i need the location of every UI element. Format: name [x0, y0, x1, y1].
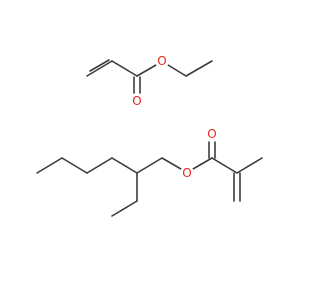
bond-ester-o-ch2	[167, 64, 187, 77]
bond-ch-ch2	[136, 157, 163, 174]
bond-carbonyl-alkene	[211, 157, 238, 174]
structure-diagram: O O O	[36, 54, 263, 217]
bond-chain-3	[86, 157, 113, 174]
bond-vinyl-double-inner	[89, 59, 110, 72]
oxygen-atom: O	[180, 166, 194, 180]
oxygen-atom: O	[155, 54, 169, 68]
bond-o-carbonyl	[192, 157, 213, 170]
oxygen-atom: O	[130, 94, 144, 108]
molecule-ethyl-acrylate: O O	[86, 54, 213, 108]
bond-ch2-o	[161, 157, 182, 170]
oxygen-atom: O	[205, 127, 219, 141]
molecule-2-ethylhexyl-methacrylate: O O	[36, 127, 263, 217]
bond-ethyl	[185, 60, 213, 77]
bond-methyl	[236, 157, 263, 174]
bond-branch-2	[111, 200, 138, 217]
bond-chain-4	[111, 157, 138, 174]
atom-label: O	[182, 166, 191, 180]
bond-chain-2	[61, 157, 88, 174]
atom-label: O	[132, 94, 141, 108]
bond-vinyl-double	[86, 60, 113, 77]
bond-chain-1	[36, 157, 63, 174]
bond-carbonyl-ester-o	[136, 64, 157, 77]
atom-label: O	[207, 127, 216, 141]
bond-vinyl-carbonyl	[111, 60, 138, 77]
atom-label: O	[157, 54, 166, 68]
